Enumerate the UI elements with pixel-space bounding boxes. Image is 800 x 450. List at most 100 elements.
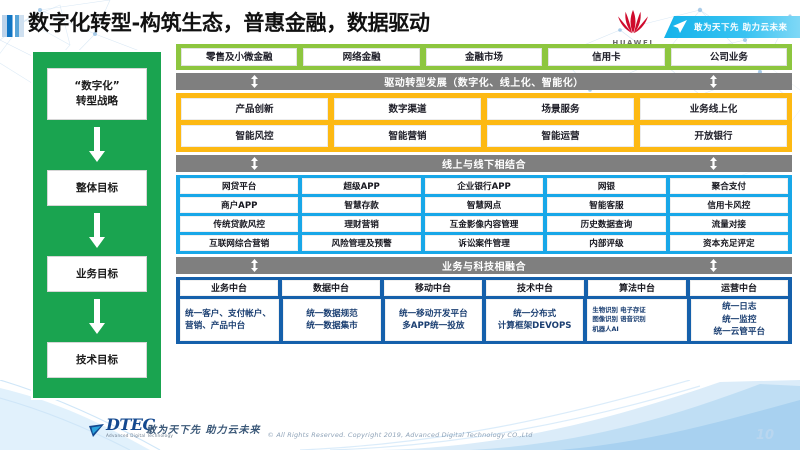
platform-body-line: 统一移动开发平台 [398, 308, 468, 319]
online-offline-cell[interactable]: 企业银行APP [424, 178, 544, 194]
online-offline-cell[interactable]: 内部评级 [547, 235, 666, 251]
platform-body-line: 统一分布式 [513, 308, 557, 319]
strategy-step-1[interactable]: “数字化” 转型战略 [47, 68, 147, 120]
connector-band-online-offline: 线上与线下相结合 [176, 155, 792, 172]
platform-header-cell[interactable]: 移动中台 [384, 280, 482, 296]
drive-grid-cell[interactable]: 开放银行 [640, 125, 787, 147]
online-offline-cell[interactable]: 互金影像内容管理 [424, 216, 544, 232]
huawei-slogan-banner: 敢为天下先 助力云未来 [664, 16, 800, 38]
online-offline-cell[interactable]: 互联网综合营销 [180, 235, 299, 251]
online-offline-cell[interactable]: 网银 [547, 178, 666, 194]
huawei-logo: HUAWEI [604, 8, 662, 48]
online-offline-cell[interactable]: 网贷平台 [180, 178, 299, 194]
down-arrow-icon-1 [89, 127, 105, 162]
platform-header-cell[interactable]: 数据中台 [282, 280, 380, 296]
online-offline-cell[interactable]: 诉讼案件管理 [424, 235, 544, 251]
online-offline-cell[interactable]: 商户APP [180, 197, 299, 213]
strategy-step-4[interactable]: 技术目标 [47, 342, 147, 378]
online-offline-cell[interactable]: 信用卡风控 [669, 197, 789, 213]
business-line-cell[interactable]: 信用卡 [548, 48, 665, 66]
platform-body-line: 统一数据规范 [306, 308, 358, 319]
drive-grid-cell[interactable]: 数字渠道 [334, 98, 481, 120]
platform-grid-bodies: 统一客户、支付帐户、营销、产品中台统一数据规范统一数据集市统一移动开发平台多AP… [180, 299, 788, 341]
platform-body-cell[interactable]: 统一分布式计算框架DEVOPS [485, 299, 584, 341]
platform-body-cell[interactable]: 统一移动开发平台多APP统一投放 [384, 299, 482, 341]
online-offline-cell[interactable]: 智慧存款 [302, 197, 421, 213]
platform-body-cell[interactable]: 统一日志统一监控统一云管平台 [690, 299, 788, 341]
dtec-mark-icon [89, 424, 104, 437]
platform-header-cell[interactable]: 运营中台 [690, 280, 788, 296]
platform-body-line: 计算框架DEVOPS [497, 321, 572, 331]
online-offline-cell[interactable]: 智慧网点 [424, 197, 544, 213]
strategy-step-2-label: 整体目标 [76, 181, 118, 194]
strategy-step-4-label: 技术目标 [76, 353, 118, 366]
online-offline-cell[interactable]: 风险管理及预警 [302, 235, 421, 251]
online-offline-row: 互联网综合营销风险管理及预警诉讼案件管理内部评级资本充足评定 [180, 235, 789, 251]
online-offline-cell[interactable]: 传统贷款风控 [180, 216, 299, 232]
drive-grid-cell[interactable]: 产品创新 [181, 98, 328, 120]
drive-grid-row: 产品创新数字渠道场景服务业务线上化 [181, 98, 787, 120]
drive-grid-cell[interactable]: 智能风控 [181, 125, 328, 147]
updown-arrow-icon-left-2 [251, 157, 258, 170]
platform-body-line: 图像识别 语音识别 [592, 315, 646, 324]
online-offline-cell[interactable]: 智能客服 [547, 197, 666, 213]
down-arrow-icon-2 [89, 213, 105, 248]
drive-grid-cell[interactable]: 智能运营 [487, 125, 634, 147]
strategy-step-3[interactable]: 业务目标 [47, 256, 147, 292]
online-offline-cell[interactable]: 历史数据查询 [547, 216, 666, 232]
platform-grid-headers: 业务中台数据中台移动中台技术中台算法中台运营中台 [180, 280, 788, 296]
updown-arrow-icon-right-1 [710, 75, 717, 88]
platform-body-line: 生物识别 电子存证 [592, 305, 646, 314]
business-line-cell[interactable]: 公司业务 [670, 48, 788, 66]
platform-body-cell[interactable]: 生物识别 电子存证图像识别 语音识别机器人AI [587, 299, 687, 341]
connector-band-biz-tech: 业务与科技相融合 [176, 257, 792, 274]
platform-header-cell[interactable]: 技术中台 [486, 280, 584, 296]
slide-header: 数字化转型-构筑生态，普惠金融，数据驱动 HUAWEI 敢为天下先 助力云未来 [0, 6, 800, 47]
online-offline-cell[interactable]: 超级APP [302, 178, 421, 194]
drive-grid-row: 智能风控智能营销智能运营开放银行 [181, 125, 787, 147]
title-accent-bar [2, 15, 24, 37]
huawei-slogan-text: 敢为天下先 助力云未来 [694, 23, 788, 33]
platform-grid: 业务中台数据中台移动中台技术中台算法中台运营中台 统一客户、支付帐户、营销、产品… [176, 277, 792, 344]
platform-body-line: 统一监控 [722, 314, 757, 325]
strategy-step-1-label: “数字化” 转型战略 [74, 80, 120, 107]
online-offline-cell[interactable]: 聚合支付 [669, 178, 789, 194]
paper-plane-icon [673, 20, 687, 33]
business-line-cell[interactable]: 金融市场 [425, 48, 543, 66]
strategy-step-2[interactable]: 整体目标 [47, 170, 147, 206]
platform-body-line: 机器人AI [592, 324, 619, 333]
architecture-stack: 零售及小微金融网络金融金融市场信用卡公司业务 驱动转型发展（数字化、线上化、智能… [176, 44, 792, 344]
huawei-flower-icon [618, 9, 648, 34]
copyright-text: © All Rights Reserved. Copyright 2019, A… [267, 431, 533, 439]
platform-body-line: 多APP统一投放 [402, 321, 465, 331]
dtec-brand-tagline: Advanced Digital Technology [106, 433, 174, 438]
business-line-cell[interactable]: 零售及小微金融 [181, 48, 298, 66]
platform-body-line: 统一云管平台 [713, 327, 766, 338]
platform-body-cell[interactable]: 统一客户、支付帐户、营销、产品中台 [180, 299, 280, 341]
connector-band-drive: 驱动转型发展（数字化、线上化、智能化） [176, 73, 792, 90]
online-offline-cell[interactable]: 理财营销 [302, 216, 421, 232]
drive-grid: 产品创新数字渠道场景服务业务线上化智能风控智能营销智能运营开放银行 [176, 93, 792, 152]
slide-footer: DTEC Advanced Digital Technology 敢为天下先 助… [0, 400, 800, 450]
dtec-brand-name: DTEC [106, 415, 155, 434]
updown-arrow-icon-right-2 [710, 157, 717, 170]
platform-header-cell[interactable]: 算法中台 [588, 280, 686, 296]
platform-body-line: 统一数据集市 [306, 321, 358, 331]
online-offline-cell[interactable]: 资本充足评定 [669, 235, 789, 251]
platform-body-cell[interactable]: 统一数据规范统一数据集市 [283, 299, 381, 341]
business-line-cell[interactable]: 网络金融 [303, 48, 420, 66]
updown-arrow-icon-right-3 [710, 259, 717, 272]
drive-grid-cell[interactable]: 智能营销 [334, 125, 481, 147]
down-arrow-icon-3 [89, 299, 105, 334]
drive-grid-cell[interactable]: 业务线上化 [640, 98, 787, 120]
online-offline-row: 传统贷款风控理财营销互金影像内容管理历史数据查询流量对接 [180, 216, 789, 232]
platform-header-cell[interactable]: 业务中台 [180, 280, 278, 296]
drive-grid-cell[interactable]: 场景服务 [487, 98, 634, 120]
online-offline-cell[interactable]: 流量对接 [669, 216, 789, 232]
updown-arrow-icon-left-1 [251, 75, 258, 88]
business-lines-band: 零售及小微金融网络金融金融市场信用卡公司业务 [176, 44, 792, 70]
